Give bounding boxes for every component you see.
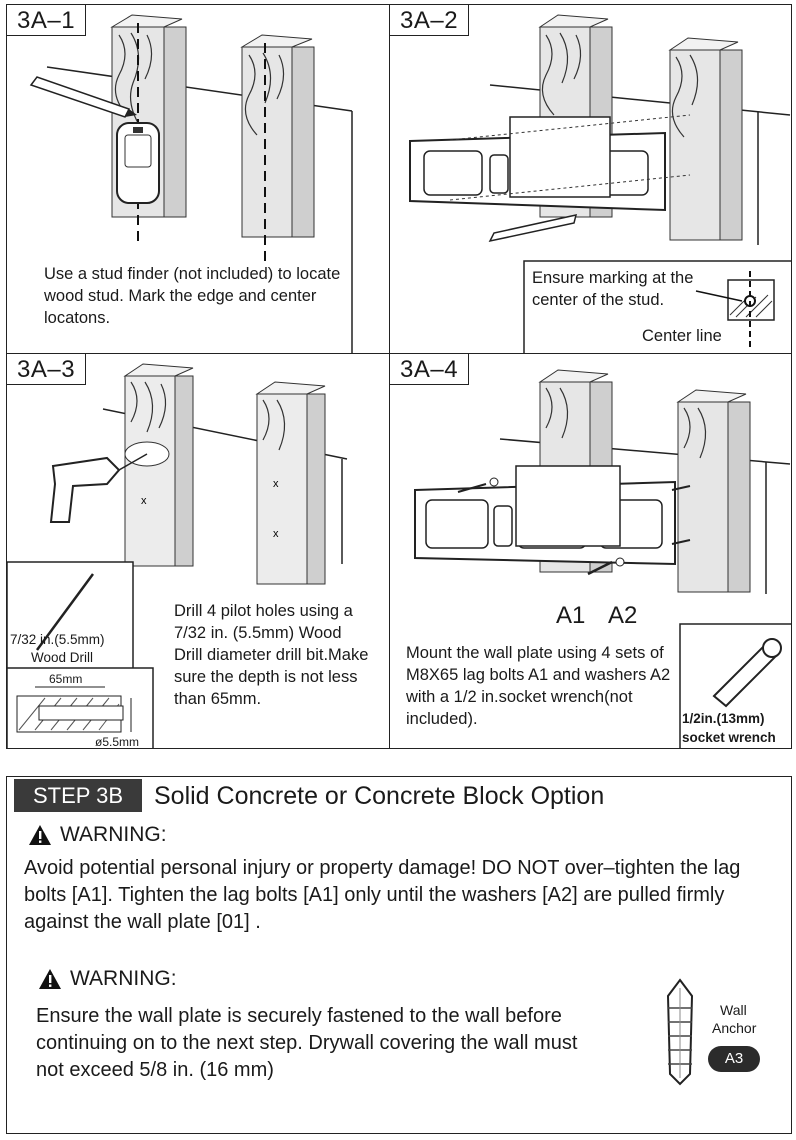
- panel-tag: 3A–2: [390, 5, 470, 36]
- panel-tag: 3A–1: [7, 5, 87, 36]
- instruction-text: Drill 4 pilot holes using a 7/32 in. (5.…: [174, 602, 369, 708]
- callout-a1: A1: [556, 602, 586, 629]
- inset-text: Ensure marking at the center of the stud…: [532, 269, 694, 309]
- wrench-label-size: 1/2in.(13mm): [682, 711, 765, 726]
- step-label: STEP 3B: [14, 779, 142, 812]
- depth-label: 65mm: [49, 672, 83, 686]
- warning-heading-1: WARNING:: [28, 822, 167, 848]
- center-line-label: Center line: [642, 327, 722, 345]
- warning-heading-2: WARNING:: [38, 966, 177, 992]
- diameter-label: ø5.5mm: [95, 735, 140, 749]
- panel-3a-2: 3A–2 Ensure marking at the center of the…: [389, 4, 792, 355]
- callout-a2: A2: [608, 602, 638, 629]
- instruction-text: Use a stud finder (not included) to loca…: [44, 265, 341, 327]
- warning-title: WARNING:: [70, 967, 177, 990]
- warning-title: WARNING:: [60, 823, 167, 846]
- step-3b-section: [6, 776, 792, 1134]
- panel-3a-1: 3A–1 Use a stud finder (not included) to…: [6, 4, 391, 355]
- panel-tag: 3A–3: [7, 354, 87, 385]
- anchor-label-wall: Wall: [720, 1002, 747, 1018]
- anchor-badge: A3: [708, 1046, 760, 1072]
- svg-text:x: x: [273, 478, 279, 490]
- wall-anchor-icon: [666, 978, 694, 1086]
- warning-body-2: Ensure the wall plate is securely fasten…: [36, 1005, 578, 1081]
- anchor-label-anchor: Anchor: [712, 1020, 757, 1036]
- stud-finder-illustration: [29, 14, 353, 354]
- warning-body-1: Avoid potential personal injury or prope…: [24, 857, 741, 933]
- panel-3a-4: 3A–4 A1 A2 Mount the wall plate using 4 …: [389, 353, 792, 749]
- wrench-label-type: socket wrench: [682, 730, 776, 745]
- warning-icon: [29, 825, 51, 845]
- step-title: Solid Concrete or Concrete Block Option: [154, 782, 605, 810]
- instruction-text: Mount the wall plate using 4 sets of M8X…: [406, 644, 671, 728]
- drill-label-size: 7/32 in.(5.5mm): [10, 632, 105, 647]
- warning-icon: [39, 969, 61, 989]
- svg-text:x: x: [141, 495, 147, 507]
- drill-label-type: Wood Drill: [31, 650, 94, 665]
- drill-illustration: x x x: [7, 363, 348, 748]
- svg-text:x: x: [273, 528, 279, 540]
- panel-3a-3: x x x 3A–3 7/32 in.(5.5mm) Wood Drill 65…: [6, 353, 391, 749]
- wall-plate-marking-illustration: [409, 14, 791, 354]
- wall-plate-mount-illustration: [414, 369, 791, 748]
- panel-tag: 3A–4: [390, 354, 470, 385]
